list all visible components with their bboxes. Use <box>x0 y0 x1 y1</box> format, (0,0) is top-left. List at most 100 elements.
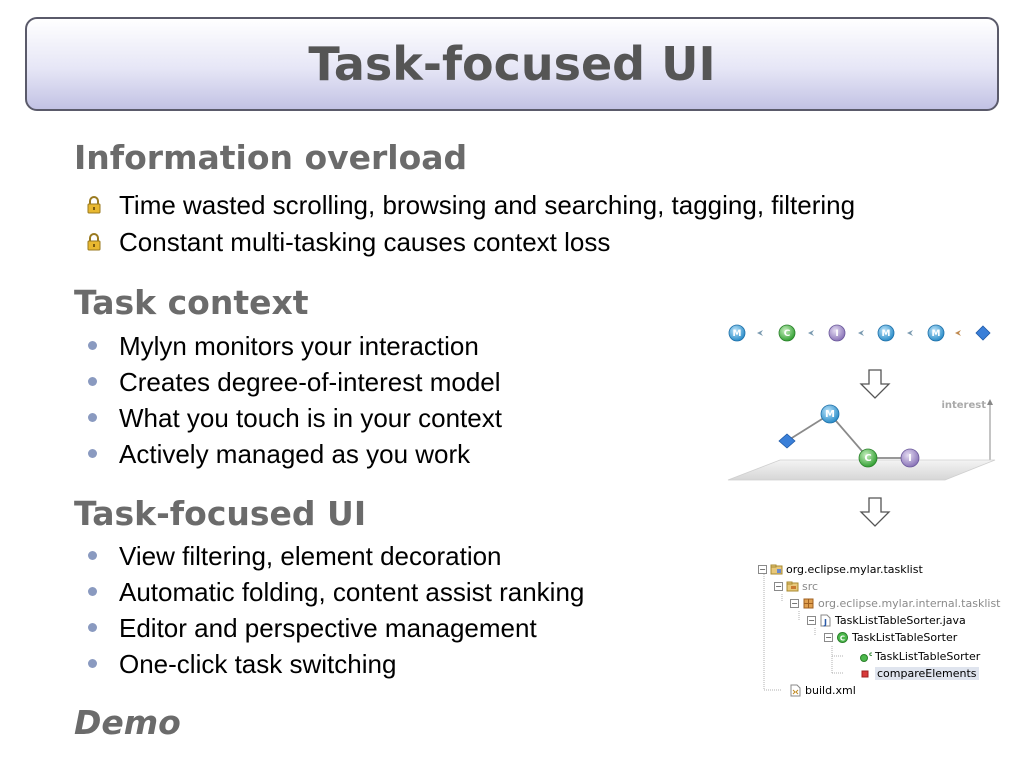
class-icon: C <box>837 631 848 643</box>
bullet-dot <box>88 587 97 596</box>
section-heading-information-overload: Information overload <box>74 138 468 177</box>
bullet-text: View filtering, element decoration <box>119 541 502 571</box>
list-item: Creates degree-of-interest model <box>86 364 502 400</box>
bullet-dot <box>88 449 97 458</box>
bullet-dot <box>88 623 97 632</box>
tree-row-label: src <box>802 579 819 593</box>
xml-file-icon <box>790 684 801 696</box>
node-c-icon: C <box>858 448 878 468</box>
list-item: View filtering, element decoration <box>86 538 584 574</box>
tree-connector-lines <box>763 574 844 691</box>
lock-icon <box>87 233 101 251</box>
bullet-text: Constant multi-tasking causes context lo… <box>119 227 611 257</box>
list-item: What you touch is in your context <box>86 400 502 436</box>
tree-row[interactable]: − org.eclipse.mylar.internal.tasklist <box>790 595 1001 611</box>
slide-title: Task-focused UI <box>308 37 716 91</box>
context-plane <box>727 459 996 481</box>
bullet-list-task-context: Mylyn monitors your interaction Creates … <box>86 328 502 472</box>
tree-row[interactable]: − C TaskListTableSorter <box>824 629 957 645</box>
tree-row-label: compareElements <box>875 666 979 680</box>
node-label: C <box>784 329 791 339</box>
tree-row-label: TaskListTableSorter.java <box>835 613 966 627</box>
slide-title-bar: Task-focused UI <box>25 17 999 111</box>
bullet-list-task-focused-ui: View filtering, element decoration Autom… <box>86 538 584 682</box>
tree-row[interactable]: − src <box>774 578 818 594</box>
list-item: Mylyn monitors your interaction <box>86 328 502 364</box>
interaction-sequence: M C I M M <box>728 324 991 342</box>
node-i-icon: I <box>900 448 920 468</box>
section-heading-task-context: Task context <box>74 283 309 322</box>
arrow-icon <box>907 330 913 336</box>
down-arrow-icon <box>859 497 891 527</box>
lock-icon <box>87 196 101 214</box>
package-icon <box>803 598 814 608</box>
collapse-toggle-icon[interactable]: − <box>790 598 799 608</box>
java-file-icon: J <box>820 614 831 627</box>
list-item: Time wasted scrolling, browsing and sear… <box>86 187 855 223</box>
tree-row-label: TaskListTableSorter <box>852 630 958 644</box>
list-item: Automatic folding, content assist rankin… <box>86 574 584 610</box>
interest-curve <box>786 412 910 459</box>
bullet-text: Editor and perspective management <box>119 613 537 643</box>
node-m-icon: M <box>820 404 840 424</box>
tree-row[interactable]: build.xml <box>786 682 856 698</box>
list-item: Constant multi-tasking causes context lo… <box>86 223 855 261</box>
arrow-icon <box>955 330 961 336</box>
tree-row-label: build.xml <box>805 683 856 697</box>
tree-row[interactable]: − J TaskListTableSorter.java <box>807 612 966 628</box>
interest-axis-label: interest <box>941 400 986 411</box>
bullet-text: Mylyn monitors your interaction <box>119 331 479 361</box>
svg-text:J: J <box>823 618 827 627</box>
bullet-text: Creates degree-of-interest model <box>119 367 501 397</box>
source-folder-icon <box>786 581 799 591</box>
constructor-icon: c <box>860 651 872 662</box>
section-heading-task-focused-ui: Task-focused UI <box>74 494 367 533</box>
degree-of-interest-diagram: M C I M M interest M C I <box>727 324 996 527</box>
bullet-text: Actively managed as you work <box>119 439 471 469</box>
down-arrow-icon <box>859 369 891 399</box>
node-label: M <box>882 329 891 339</box>
list-item: One-click task switching <box>86 646 584 682</box>
node-c-icon: C <box>778 324 796 342</box>
bullet-dot <box>88 413 97 422</box>
collapse-toggle-icon[interactable]: − <box>824 632 833 642</box>
axis-arrow-icon <box>987 399 993 405</box>
arrow-icon <box>808 330 814 336</box>
tree-row-label: org.eclipse.mylar.internal.tasklist <box>818 596 1001 610</box>
svg-text:C: C <box>840 634 845 642</box>
bullet-dot <box>88 377 97 386</box>
list-item: Actively managed as you work <box>86 436 502 472</box>
tree-row[interactable]: − org.eclipse.mylar.tasklist <box>758 561 923 577</box>
node-label: I <box>835 329 838 339</box>
diamond-icon <box>975 325 991 341</box>
list-item: Editor and perspective management <box>86 610 584 646</box>
package-explorer-tree: − org.eclipse.mylar.tasklist − src − org… <box>752 558 1002 703</box>
tree-row[interactable]: compareElements <box>856 665 979 681</box>
bullet-text: Automatic folding, content assist rankin… <box>119 577 585 607</box>
collapse-toggle-icon[interactable]: − <box>774 581 783 591</box>
tree-row-label: org.eclipse.mylar.tasklist <box>786 562 923 576</box>
node-label: C <box>864 453 871 464</box>
collapse-toggle-icon[interactable]: − <box>758 564 767 574</box>
node-m-icon: M <box>877 324 895 342</box>
node-m-icon: M <box>728 324 746 342</box>
diamond-icon <box>778 433 796 449</box>
arrow-icon <box>858 330 864 336</box>
bullet-list-information-overload: Time wasted scrolling, browsing and sear… <box>86 187 855 261</box>
bullet-dot <box>88 551 97 560</box>
bullet-text: Time wasted scrolling, browsing and sear… <box>119 190 856 220</box>
svg-text:c: c <box>869 651 872 658</box>
bullet-text: What you touch is in your context <box>119 403 502 433</box>
node-label: M <box>932 329 941 339</box>
bullet-dot <box>88 341 97 350</box>
bullet-text: One-click task switching <box>119 649 397 679</box>
node-label: M <box>733 329 742 339</box>
node-m-icon: M <box>927 324 945 342</box>
node-label: M <box>825 409 835 420</box>
tree-row-label: TaskListTableSorter <box>875 649 981 663</box>
bullet-dot <box>88 659 97 668</box>
collapse-toggle-icon[interactable]: − <box>807 615 816 625</box>
node-i-icon: I <box>828 324 846 342</box>
project-folder-icon <box>770 564 783 574</box>
tree-row[interactable]: c TaskListTableSorter <box>856 648 980 664</box>
